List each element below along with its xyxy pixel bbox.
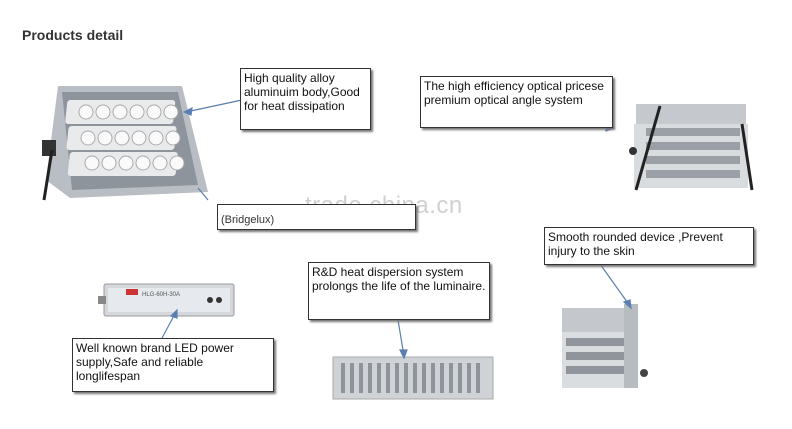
callout-rounded-device: Smooth rounded device ,Prevent injury to… — [544, 227, 754, 265]
callout-power-supply: Well known brand LED power supply,Safe a… — [72, 338, 274, 392]
rounded-corner-image — [562, 304, 648, 388]
callout-optical-system: The high efficiency optical pricese prem… — [420, 76, 613, 128]
section-title: Products detail — [22, 27, 124, 43]
power-supply-image: HLG-60H-30A — [98, 283, 235, 317]
floodlight-front-image — [42, 86, 208, 201]
callout-heat-dispersion: R&D heat dispersion system prolongs the … — [308, 262, 490, 320]
floodlight-back-image — [629, 104, 754, 191]
power-model-label: HLG-60H-30A — [142, 292, 180, 298]
callout-aluminum-body: High quality alloy aluminuim body,Good f… — [240, 68, 371, 130]
heatsink-image — [332, 356, 494, 400]
callout-aluminum-extra: (Bridgelux) — [217, 204, 416, 230]
